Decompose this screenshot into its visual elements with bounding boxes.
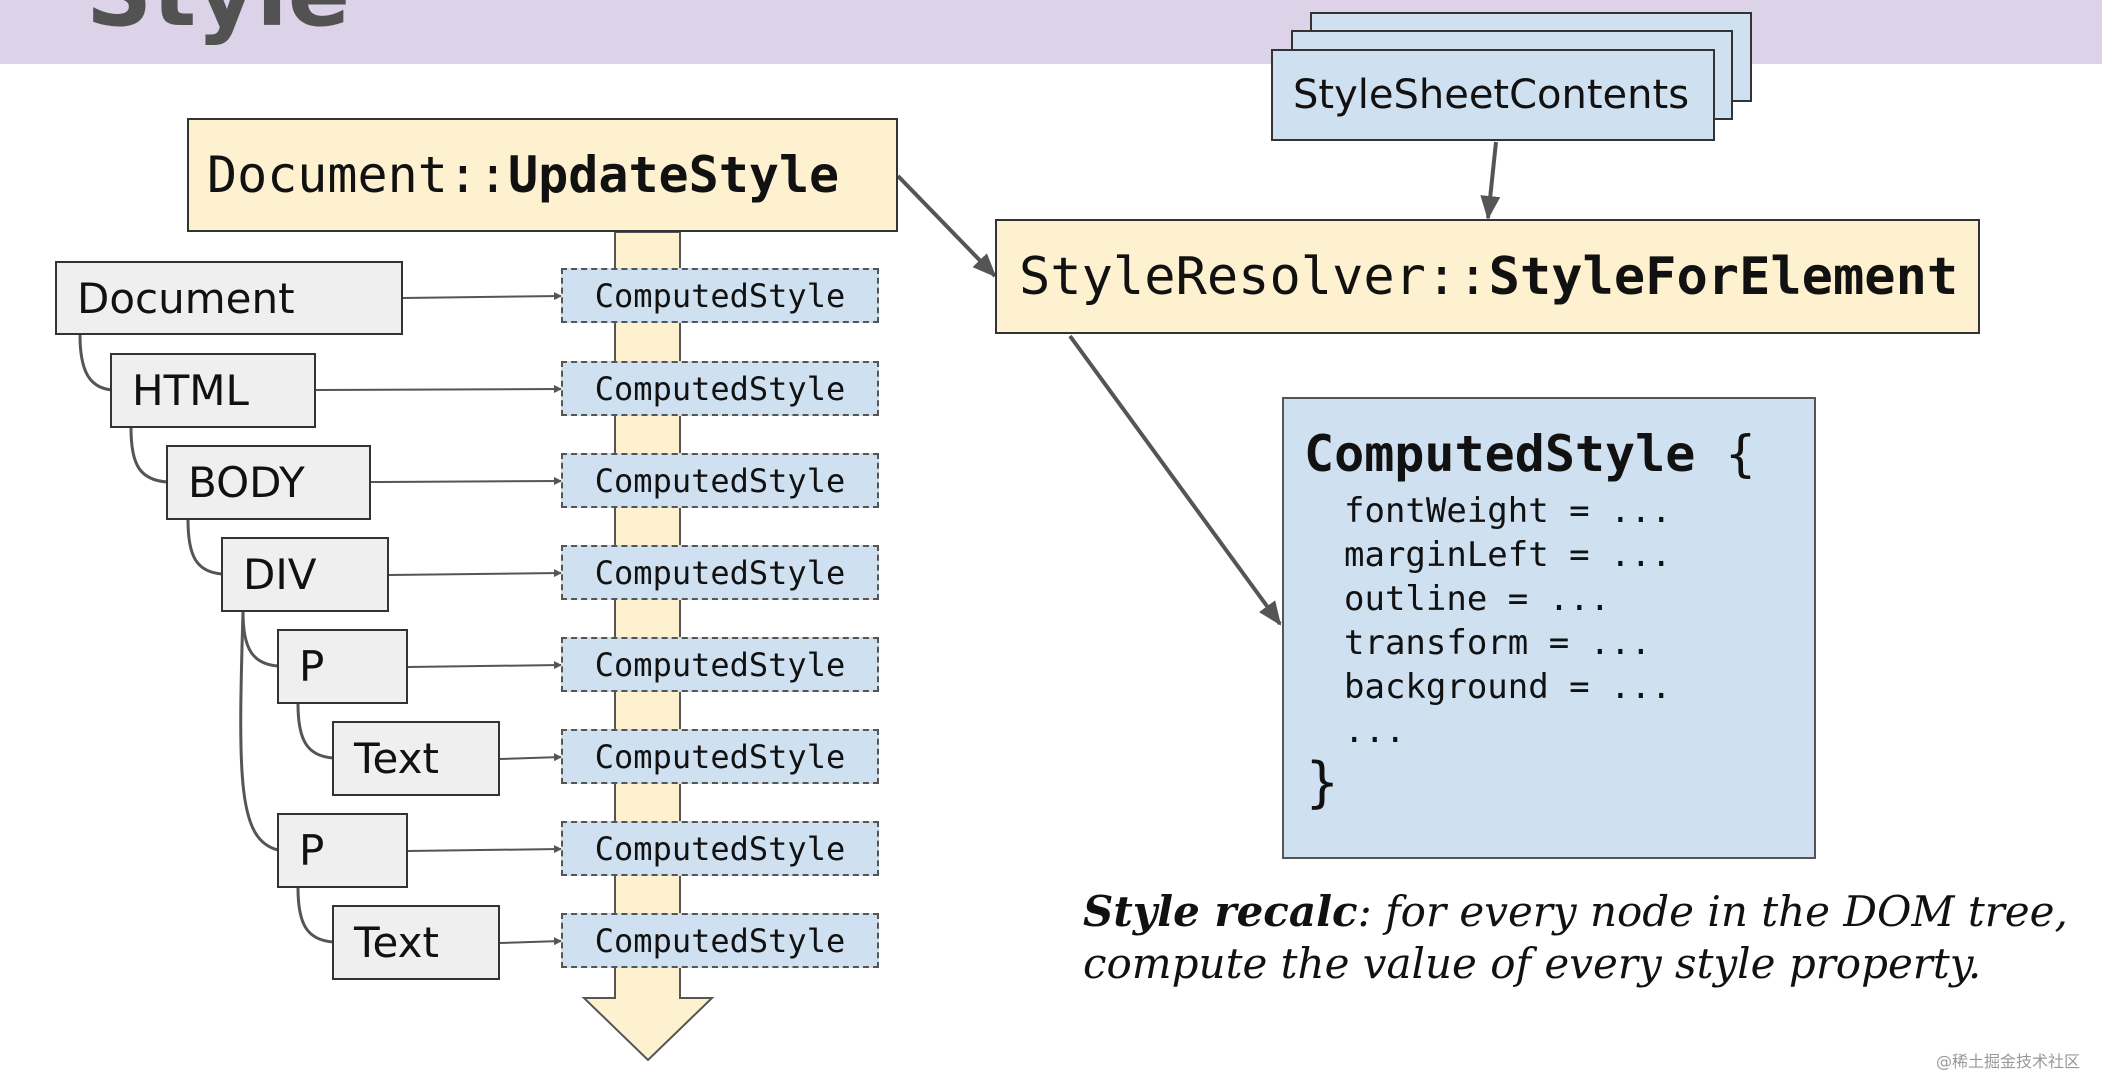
tree-connector [186,519,223,576]
dom-node-div: DIV [221,537,389,612]
style-resolver-method: StyleForElement [1488,246,1959,307]
update-style-box: Document::UpdateStyle [187,118,898,232]
caption-line-1: Style recalc: for every node in the DOM … [1083,886,2083,938]
close-brace: } [1306,751,1339,814]
computed-style-box: ComputedStyle [561,268,879,323]
computed-style-label: ComputedStyle [594,276,846,315]
dom-node-label: P [299,642,325,691]
open-brace: { [1725,425,1756,483]
computed-style-label: ComputedStyle [594,461,846,500]
update-style-method: UpdateStyle [508,146,840,204]
dom-node-label: HTML [132,366,249,415]
dom-node-document: Document [55,261,403,335]
computed-style-box: ComputedStyle [561,821,879,876]
computed-style-box: ComputedStyle [561,637,879,692]
computed-style-field: transform = ... [1344,623,1652,663]
computed-style-label: ComputedStyle [594,369,846,408]
update-to-resolver-arrow [896,174,997,278]
node-to-style-arrow [388,569,562,578]
stylesheet-contents-label: StyleSheetContents [1293,72,1690,118]
dom-node-body: BODY [166,445,371,520]
computed-style-box: ComputedStyle [561,545,879,600]
tree-connector [129,427,168,484]
computed-style-box: ComputedStyle [561,729,879,784]
computed-style-field: marginLeft = ... [1344,535,1672,575]
node-to-style-arrow [407,845,562,854]
dom-node-p: P [277,813,408,888]
computed-style-heading: ComputedStyle { [1304,425,1756,483]
style-resolver-prefix: StyleResolver:: [1019,246,1489,307]
caption-bold-term: Style recalc [1083,887,1358,936]
dom-node-label: Text [354,918,439,967]
node-to-style-arrow [315,385,562,394]
dom-node-text: Text [332,905,500,980]
computed-style-field: background = ... [1344,667,1672,707]
dom-node-label: P [299,826,325,875]
node-to-style-arrow [499,753,562,762]
tree-connector [241,611,279,668]
caption-line-2: compute the value of every style propert… [1083,939,1982,988]
slide-title: Style [86,0,350,40]
dom-node-label: Text [354,734,439,783]
stylesheet-to-resolver-arrow [1480,141,1501,220]
computed-style-field: outline = ... [1344,579,1611,619]
dom-node-label: DIV [243,550,317,599]
node-to-style-arrow [407,661,562,670]
dom-node-html: HTML [110,353,316,428]
computed-style-label: ComputedStyle [594,921,846,960]
computed-style-label: ComputedStyle [594,829,846,868]
computed-style-label: ComputedStyle [594,737,846,776]
resolver-to-computedstyle-arrow [1068,334,1282,626]
computed-style-label: ComputedStyle [594,645,846,684]
node-to-style-arrow [402,292,562,301]
computed-style-label: ComputedStyle [594,553,846,592]
computed-style-box: ComputedStyle [561,361,879,416]
tree-connector [239,611,279,852]
tree-connector [78,334,113,392]
computed-style-box: ComputedStyle [561,913,879,968]
dom-node-label: Document [77,273,295,323]
dom-node-text: Text [332,721,500,796]
computed-style-definition: ComputedStyle { fontWeight = ... marginL… [1282,397,1816,859]
dom-node-p: P [277,629,408,704]
caption-line-1-rest: : for every node in the DOM tree, [1357,887,2068,936]
style-resolver-box: StyleResolver::StyleForElement [995,219,1980,334]
computed-style-box: ComputedStyle [561,453,879,508]
tree-connector [296,887,334,944]
computed-style-name: ComputedStyle [1304,425,1696,483]
dom-node-label: BODY [188,458,305,507]
update-style-prefix: Document:: [207,146,509,204]
tree-connector [296,703,334,760]
computed-style-field: ... [1344,711,1406,751]
node-to-style-arrow [499,937,562,946]
style-recalc-caption: Style recalc: for every node in the DOM … [1083,886,2083,990]
computed-style-field: fontWeight = ... [1344,491,1672,531]
watermark: @稀土掘金技术社区 [1936,1052,2081,1071]
node-to-style-arrow [370,477,562,486]
stylesheet-contents-box: StyleSheetContents [1271,49,1715,141]
